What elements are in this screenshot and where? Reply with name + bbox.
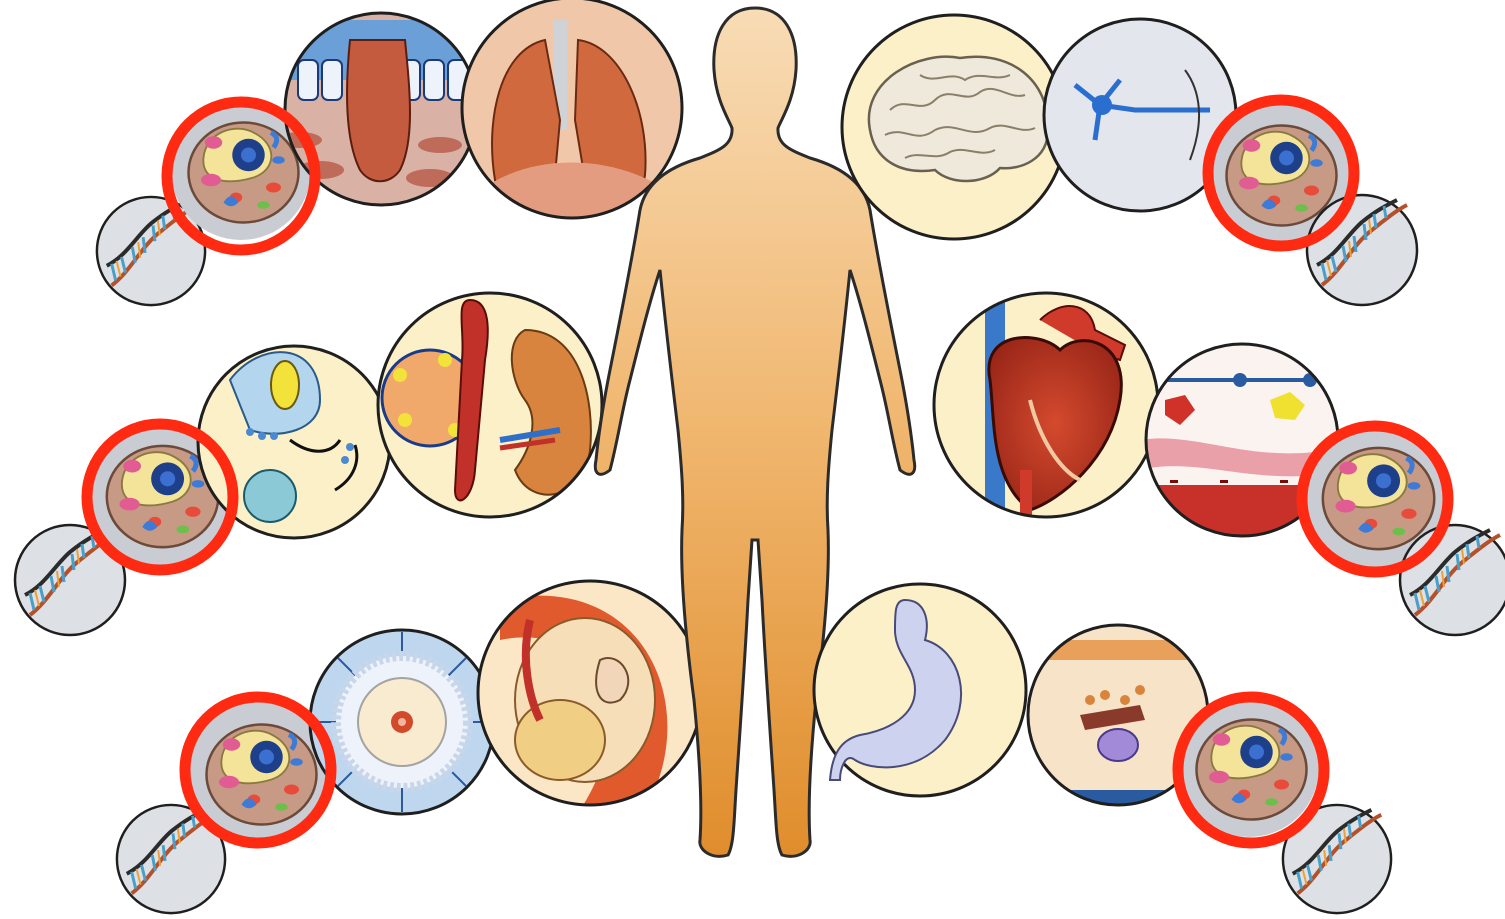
- kidney-icon: [375, 290, 605, 520]
- fetus-in-uterus-icon: [475, 580, 705, 810]
- left-middle-arm: [15, 290, 605, 635]
- stomach-icon: [814, 584, 1026, 796]
- left-bottom-arm: [117, 580, 705, 913]
- left-top-arm: [97, 0, 690, 305]
- brain-icon: [842, 15, 1066, 239]
- dna-icon: [1400, 525, 1505, 635]
- dna-icon: [1307, 195, 1417, 305]
- right-bottom-arm: [814, 584, 1391, 913]
- oocyte-icon: [310, 630, 494, 814]
- heart-icon: [930, 290, 1160, 520]
- right-top-arm: [842, 15, 1417, 305]
- right-middle-arm: [930, 290, 1505, 635]
